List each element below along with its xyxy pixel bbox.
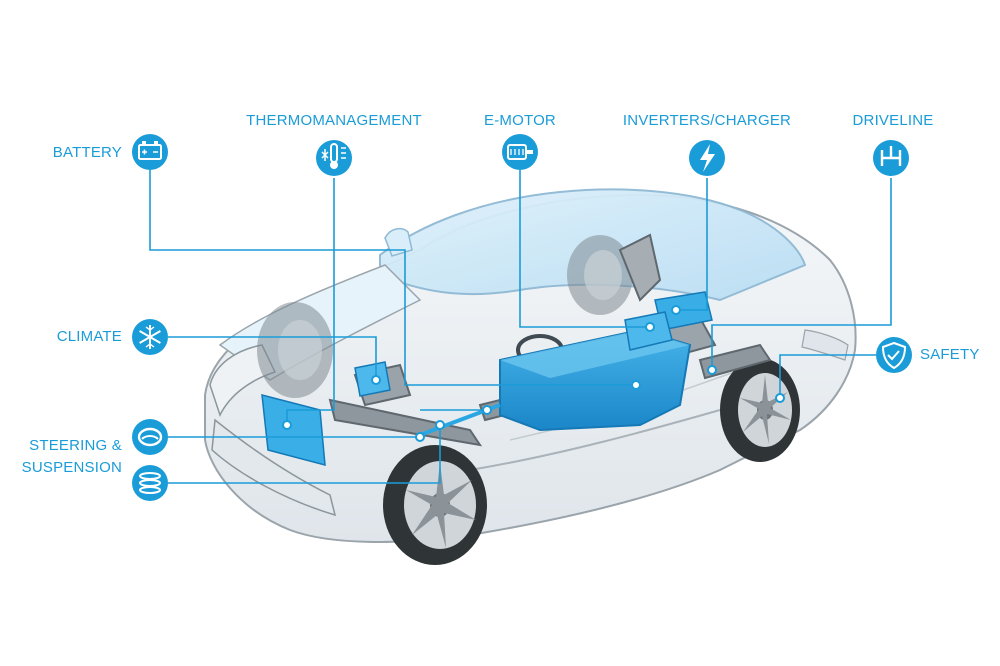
- wheel-front-left: [383, 445, 487, 565]
- leader-lines: [149, 170, 892, 484]
- leader-dots: [282, 305, 785, 442]
- battery-icon: [132, 134, 168, 170]
- suspension-label: SUSPENSION: [21, 459, 122, 476]
- spring-coil-icon: [132, 465, 168, 501]
- radiator: [261, 394, 326, 466]
- thermomanagement-label: THERMOMANAGEMENT: [246, 112, 422, 129]
- wheel-rear-right: [720, 358, 800, 462]
- battery-label: BATTERY: [52, 144, 122, 161]
- safety-label: SAFETY: [920, 346, 980, 363]
- steering-label: STEERING &: [29, 437, 122, 454]
- wheel-front-right-ghost: [257, 302, 333, 398]
- steering-wheel-icon: [132, 419, 168, 455]
- climate-label: CLIMATE: [56, 328, 122, 345]
- emotor-label: E-MOTOR: [484, 112, 556, 129]
- inverters-charger-label: INVERTERS/CHARGER: [622, 112, 792, 129]
- chassis-parts: [328, 233, 772, 447]
- axle-icon: [873, 140, 909, 176]
- lightning-bolt-icon: [689, 140, 725, 176]
- snowflake-icon: [132, 319, 168, 355]
- wheel-rear-left-ghost: [567, 235, 633, 315]
- driveline-label: DRIVELINE: [852, 112, 934, 129]
- motor-icon: [502, 134, 538, 170]
- thermometer-snowflake-icon: [316, 140, 352, 176]
- shield-check-icon: [876, 337, 912, 373]
